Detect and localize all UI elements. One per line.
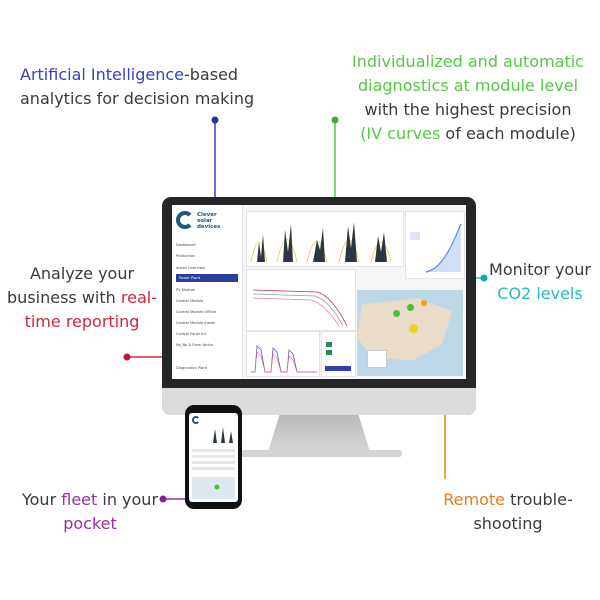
billing-button[interactable] — [325, 366, 351, 371]
map-marker-orange[interactable] — [421, 300, 427, 306]
fleet-highlight2: pocket — [63, 514, 117, 533]
nav-install-overview[interactable]: Install Overview — [176, 266, 205, 270]
nav-diagnostics-plant[interactable]: Diagnostics Plant — [176, 366, 208, 370]
nav-control-panel[interactable]: Control Panel ILU — [176, 332, 207, 336]
monitor-stand — [267, 415, 371, 455]
co2-chart — [410, 223, 462, 273]
billing-panel — [321, 331, 356, 377]
fleet-connector-dot — [159, 495, 167, 503]
nav-production[interactable]: Production — [176, 254, 196, 258]
brand-word-2: solar — [197, 218, 213, 224]
fleet-prefix: Your — [21, 490, 62, 509]
legend-swatch-2 — [326, 350, 332, 355]
production-chart-panel — [246, 211, 404, 267]
production-chart — [250, 222, 392, 263]
nav-control-module[interactable]: Control Module — [176, 299, 204, 303]
diag-connector-dot — [331, 116, 339, 124]
co2-highlight: CO2 levels — [497, 284, 583, 303]
legend-swatch-1 — [326, 342, 332, 347]
diag-line2: diagnostics at module level — [357, 76, 579, 95]
phone-chart — [192, 427, 235, 499]
phone-screen — [189, 413, 238, 502]
fleet-highlight1: fleet — [61, 490, 98, 509]
ai-rest: -based — [184, 65, 239, 84]
fleet-callout: Your fleet in your pocket — [15, 488, 165, 536]
co2-panel — [405, 211, 465, 279]
brand-word-1: Clever — [197, 212, 217, 218]
nav-pv-module[interactable]: PV Module — [176, 288, 195, 292]
analyze-highlight1: real- — [120, 288, 157, 307]
ai-callout: Artificial Intelligence-based analytics … — [20, 63, 260, 111]
fleet-mid: in your — [97, 490, 159, 509]
remote-rest: trouble- — [505, 490, 573, 509]
diag-line4-rest: of each module) — [440, 124, 576, 143]
plants-map[interactable] — [357, 290, 463, 376]
ai-highlight: Artificial Intelligence — [20, 65, 184, 84]
phone-logo — [192, 416, 200, 424]
diag-callout: Individualized and automatic diagnostics… — [348, 50, 588, 146]
logo-mark — [176, 211, 194, 229]
co2-callout: Monitor your CO2 levels — [484, 258, 596, 306]
iv-curve-panel — [246, 269, 356, 331]
analyze-connector-dot — [123, 353, 131, 361]
analyze-line2-prefix: business with — [7, 288, 121, 307]
co2-line1: Monitor your — [489, 260, 591, 279]
brand-logo: Clever solar devices — [176, 211, 238, 233]
diag-highlight: (IV curves — [360, 124, 441, 143]
app-screen: Clever solar devices Dashboard Productio… — [172, 205, 466, 379]
nav-ns-np[interactable]: Ns_Np & Form factor — [176, 343, 214, 347]
diag-line3: with the highest precision — [364, 100, 572, 119]
remote-callout: Remote trouble- shooting — [438, 488, 578, 536]
monitor-stand-base — [236, 450, 402, 457]
nav-dashboard[interactable]: Dashboard — [176, 243, 196, 247]
analyze-highlight2: time reporting — [24, 312, 140, 331]
analyze-callout: Analyze your business with real- time re… — [2, 262, 162, 334]
realtime-chart-panel — [246, 331, 320, 377]
nav-control-module-offline[interactable]: Control Module Offline — [176, 310, 217, 314]
map-marker-green-2[interactable] — [393, 310, 400, 317]
iv-curve-chart — [252, 289, 348, 327]
map-legend — [367, 350, 387, 368]
co2-connector-dot — [480, 274, 488, 282]
nav-power-plant[interactable]: Power Plant — [176, 274, 238, 282]
remote-line2: shooting — [473, 514, 543, 533]
ai-connector-dot — [211, 116, 219, 124]
sidebar: Clever solar devices Dashboard Productio… — [172, 205, 243, 379]
realtime-chart — [251, 345, 317, 373]
map-marker-yellow[interactable] — [409, 324, 418, 333]
remote-highlight: Remote — [443, 490, 505, 509]
map-marker-green[interactable] — [407, 304, 414, 311]
nav-control-module-install[interactable]: Control Module Install — [176, 321, 216, 325]
ai-line2: analytics for decision making — [20, 89, 255, 108]
logo-text: Clever solar devices — [197, 212, 220, 230]
analyze-line1: Analyze your — [29, 264, 135, 283]
brand-word-3: devices — [197, 224, 221, 230]
diag-line1: Individualized and automatic — [352, 52, 584, 71]
